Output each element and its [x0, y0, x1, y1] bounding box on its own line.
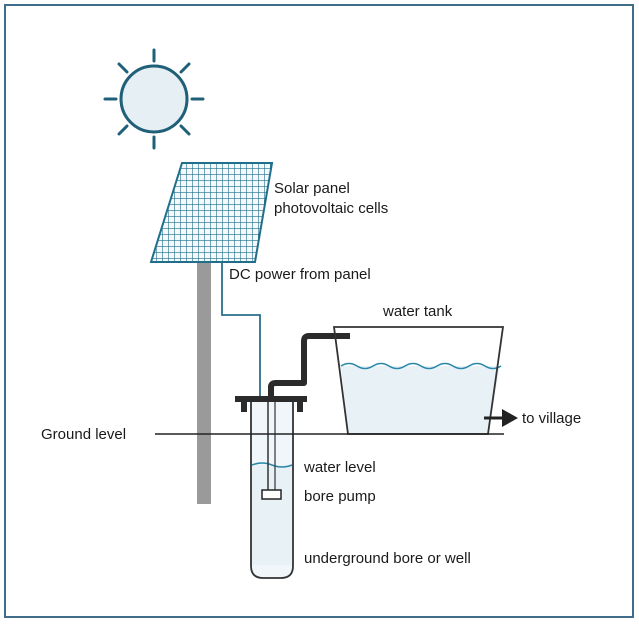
solar-panel — [149, 162, 274, 263]
ground-level-label: Ground level — [41, 426, 126, 443]
underground-bore-label: underground bore or well — [304, 550, 471, 567]
water-tank-water — [341, 366, 500, 434]
solar-panel-label: Solar panel — [274, 180, 350, 197]
sun-icon — [103, 48, 205, 150]
photovoltaic-label: photovoltaic cells — [274, 200, 388, 217]
water-level-label: water level — [303, 459, 376, 476]
panel-pole — [197, 262, 211, 504]
well-cap — [235, 396, 307, 402]
arrow-right-icon — [502, 409, 518, 427]
to-village-label: to village — [522, 410, 581, 427]
bore-pump-label: bore pump — [304, 488, 376, 505]
bore-water-level — [251, 462, 293, 468]
water-tank-label: water tank — [382, 303, 453, 320]
bore-pump — [261, 489, 282, 500]
delivery-pipe — [268, 333, 350, 396]
water-tank-waterline — [340, 362, 502, 370]
diagram-frame — [4, 4, 634, 618]
bore-water — [252, 465, 292, 565]
dc-power-label: DC power from panel — [229, 266, 371, 283]
